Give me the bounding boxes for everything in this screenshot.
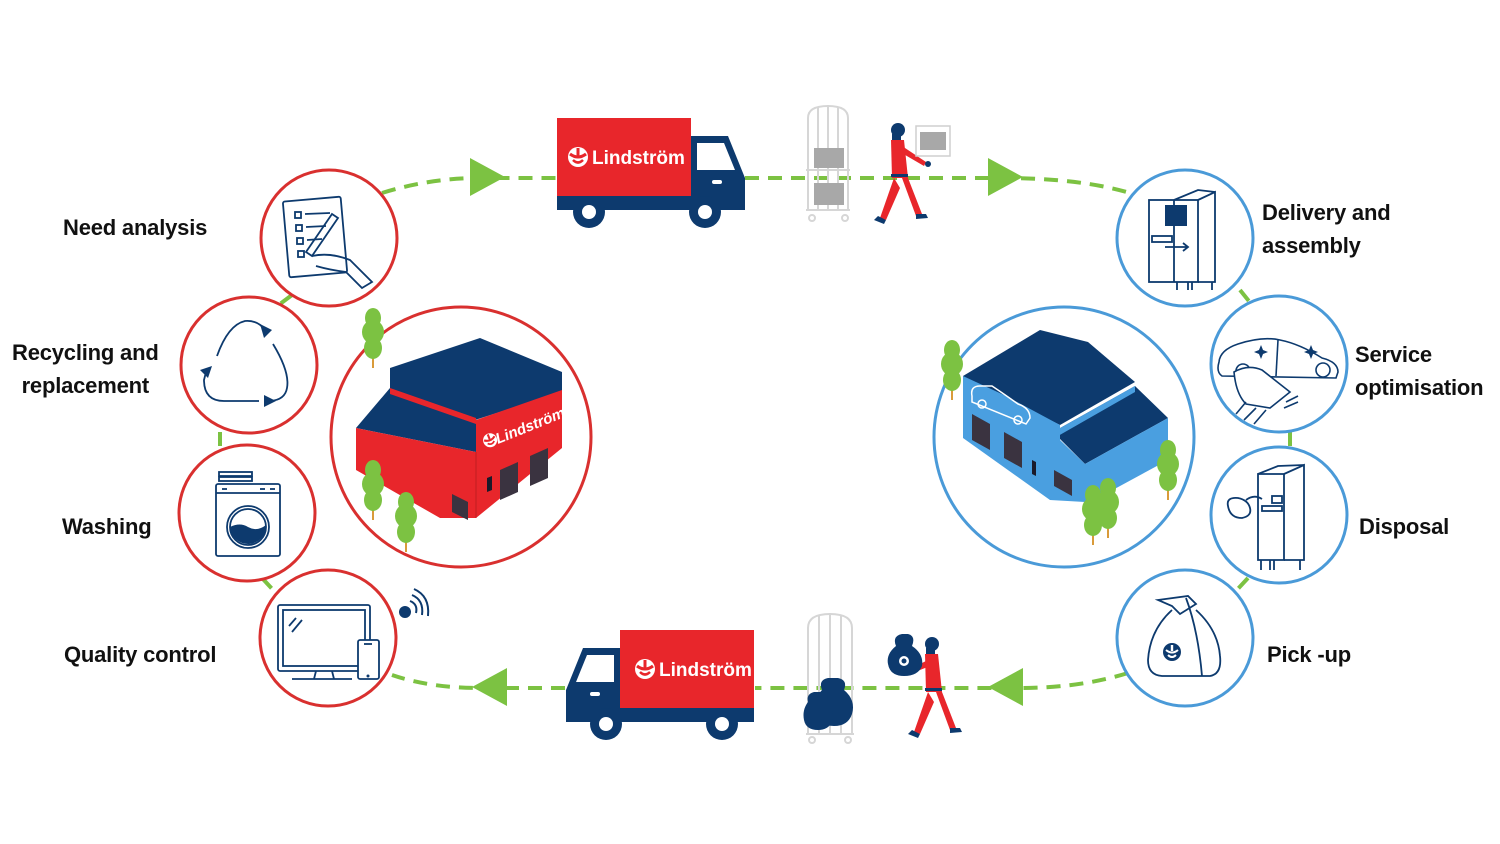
step-service [1209, 294, 1349, 434]
garment-cart-top [806, 104, 850, 222]
step-quality-control [258, 568, 398, 708]
path-link-disposal-pickup [1233, 576, 1250, 594]
laundry-bag-icon [803, 692, 834, 730]
path-link-need-recycle [270, 293, 294, 312]
step-recycling [179, 295, 319, 435]
arrow-left-icon [472, 668, 507, 706]
truck-top-brand-label: Lindström [592, 148, 685, 169]
worker-carrying-garments [874, 123, 951, 224]
path-bottom-right-segment [755, 671, 1129, 690]
hub-customer-site [932, 305, 1196, 569]
truck-bottom-brand-label: Lindström [659, 660, 752, 681]
path-link-delivery-service [1238, 288, 1254, 307]
lindstrom-logo-icon [566, 145, 590, 169]
path-bottom-left-segment [391, 673, 565, 690]
hub-lindstrom-service-center: Lindström [329, 305, 593, 569]
arrow-right-icon [988, 158, 1023, 196]
arrow-left-icon [988, 668, 1023, 706]
arrow-right-icon [470, 158, 505, 196]
bag-cart-bottom [803, 612, 854, 744]
monitor-phone-icon [277, 604, 380, 680]
car-sign-icon [970, 385, 1031, 425]
pickup-truck-bottom: Lindström [566, 630, 754, 740]
disposal-locker-icon [1226, 463, 1305, 570]
label-disposal: Disposal [1359, 514, 1450, 539]
checklist-hand-icon [282, 195, 374, 290]
step-pickup [1115, 568, 1255, 708]
wireless-signal-icon [399, 588, 430, 618]
label-recycling-and-replacement: Recycling and replacement [12, 340, 159, 398]
lindstrom-logo-icon [1163, 643, 1181, 661]
lindstrom-logo-icon [633, 657, 657, 681]
washing-machine-icon [215, 471, 281, 557]
label-washing: Washing [62, 514, 152, 539]
label-delivery-and-assembly: Delivery and assembly [1262, 200, 1391, 258]
label-need-analysis: Need analysis [63, 215, 208, 240]
label-pick-up: Pick -up [1267, 642, 1351, 667]
worker-carrying-bag [887, 634, 962, 738]
laundry-bag-icon [1147, 595, 1222, 677]
car-cleaning-icon [1217, 337, 1339, 425]
laundry-bag-icon [887, 634, 923, 676]
delivery-truck-top: Lindström [557, 118, 745, 228]
step-need-analysis [259, 168, 399, 308]
path-top-right-segment [745, 176, 1131, 195]
label-service-optimisation: Service optimisation [1355, 342, 1484, 400]
step-delivery [1115, 168, 1255, 308]
label-quality-control: Quality control [64, 642, 217, 667]
step-disposal [1209, 445, 1349, 585]
step-washing [177, 443, 317, 583]
